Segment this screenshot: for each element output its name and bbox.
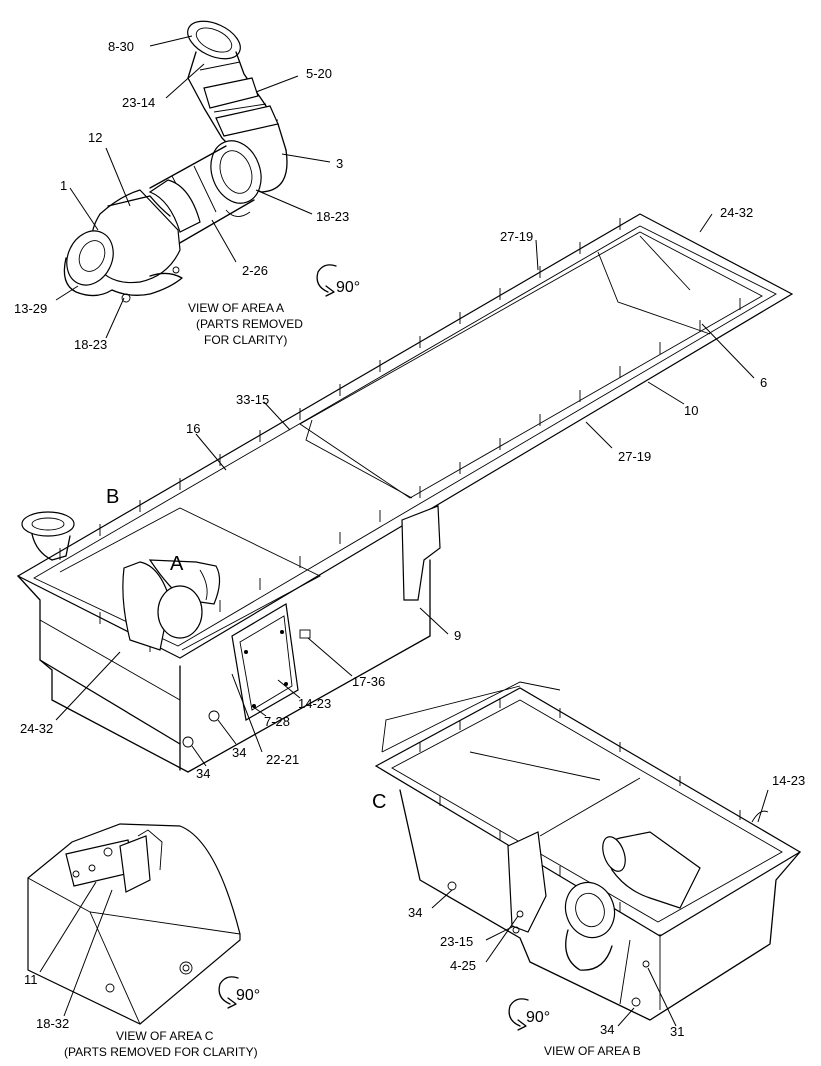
leader-lines [39,35,769,1027]
callout-14-23-b: 14-23 [772,773,805,788]
callout-7-28: 7-28 [264,714,290,729]
callout-4-25: 4-25 [450,958,476,973]
area-letter-c: C [372,791,386,813]
callout-18-23: 18-23 [316,209,349,224]
callout-24-32-left: 24-32 [20,721,53,736]
callout-16: 16 [186,421,200,436]
caption-view-c-line2: (PARTS REMOVED FOR CLARITY) [64,1045,258,1059]
caption-view-c: VIEW OF AREA C (PARTS REMOVED FOR CLARIT… [64,1029,258,1059]
area-letter-b: B [106,486,119,508]
view-c-pan [27,823,241,1025]
callout-27-19-lower: 27-19 [618,449,651,464]
callout-18-32: 18-32 [36,1016,69,1031]
callout-31: 31 [670,1024,684,1039]
rotate-arrow-icon-b [508,998,529,1031]
callout-12: 12 [88,130,102,145]
callout-34-d: 34 [600,1022,614,1037]
callout-14-23: 14-23 [298,696,331,711]
callout-6: 6 [760,375,767,390]
caption-view-b-line1: VIEW OF AREA B [544,1044,641,1058]
callout-34-b: 34 [196,766,210,781]
rotation-label-b: 90° [526,1009,550,1026]
callout-22-21: 22-21 [266,752,299,767]
callout-18-23-lower: 18-23 [74,337,107,352]
callout-1: 1 [60,178,67,193]
callout-8-30: 8-30 [108,39,134,54]
rotate-arrow-icon-a [316,264,337,297]
caption-view-b: VIEW OF AREA B [544,1044,641,1058]
callout-27-19: 27-19 [500,229,533,244]
rotation-label-c: 90° [236,987,260,1004]
callout-23-14: 23-14 [122,95,155,110]
callout-labels: 8-30 23-14 5-20 3 12 1 18-23 2-26 13-29 … [14,39,805,1039]
callout-10: 10 [684,403,698,418]
callout-3: 3 [336,156,343,171]
callout-34-a: 34 [232,745,246,760]
callout-24-32: 24-32 [720,205,753,220]
callout-34-c: 34 [408,905,422,920]
view-b-pan [374,681,802,1021]
callout-17-36: 17-36 [352,674,385,689]
callout-33-15: 33-15 [236,392,269,407]
callout-13-29: 13-29 [14,301,47,316]
main-oil-pan [16,213,794,773]
caption-view-a-line1: VIEW OF AREA A [188,301,284,315]
callout-9: 9 [454,628,461,643]
callout-2-26: 2-26 [242,263,268,278]
view-a-assembly [63,20,288,303]
caption-view-a: VIEW OF AREA A (PARTS REMOVED FOR CLARIT… [188,301,303,347]
caption-view-a-line3: FOR CLARITY) [204,333,287,347]
caption-view-a-line2: (PARTS REMOVED [196,317,303,331]
callout-5-20: 5-20 [306,66,332,81]
callout-11: 11 [24,972,38,987]
rotate-arrow-icon-c [218,976,239,1009]
caption-view-c-line1: VIEW OF AREA C [116,1029,214,1043]
rotation-label-a: 90° [336,279,360,296]
area-letter-a: A [170,553,184,575]
callout-23-15: 23-15 [440,934,473,949]
